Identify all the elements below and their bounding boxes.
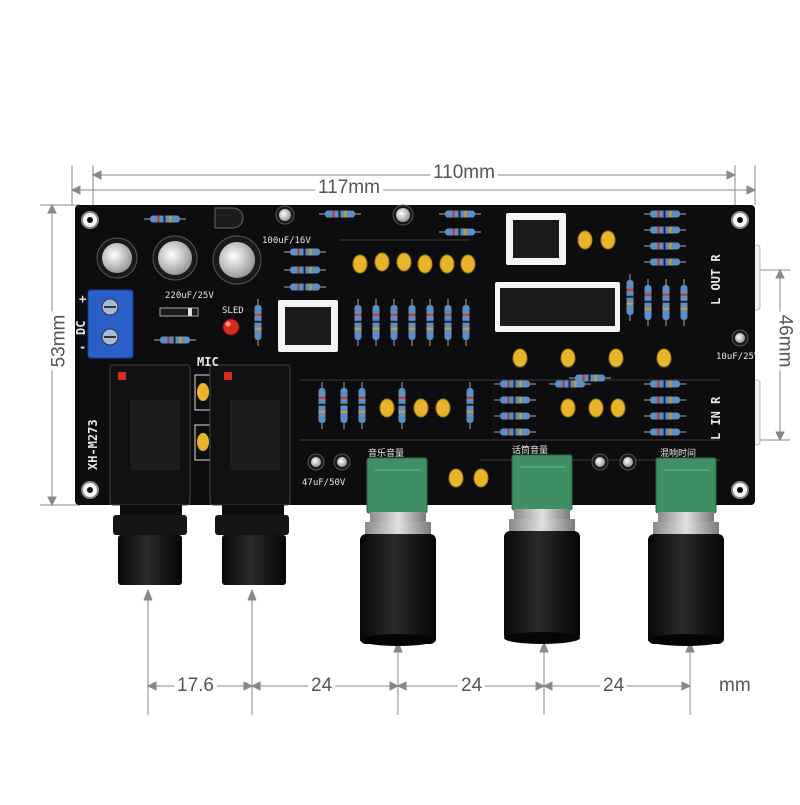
mic-caps: [194, 374, 212, 461]
output-label: L OUT R: [709, 254, 723, 305]
led: [222, 318, 240, 336]
dim-spacing-4: 24: [600, 675, 628, 697]
pot-reverb-time: [648, 457, 724, 646]
led-label: SLED: [222, 306, 244, 316]
dc-terminal: [87, 289, 134, 359]
microphone-jack-1: [109, 364, 191, 585]
ceramic-capacitors: [352, 230, 672, 488]
dim-left-height: 53mm: [48, 311, 71, 371]
resistors: [144, 210, 688, 436]
transistor: [214, 207, 244, 229]
cap-label-3: 10uF/25V: [716, 352, 760, 362]
pot-music-volume: [360, 457, 436, 646]
pot-label-music: 音乐音量: [368, 449, 405, 459]
pot-label-mic: 话筒音量: [512, 446, 549, 456]
dim-top-inner: 110mm: [430, 162, 498, 184]
mic-label: MIC: [197, 355, 219, 369]
cap-label-2: 220uF/25V: [165, 291, 214, 301]
dim-spacing-1: 17.6: [174, 675, 217, 697]
dc-label: DC: [74, 320, 88, 335]
dim-spacing-2: 24: [308, 675, 336, 697]
pot-label-reverb: 混响时间: [660, 449, 697, 459]
ic-chips: [278, 213, 620, 352]
microphone-jack-2: [209, 364, 291, 585]
dim-unit: mm: [716, 675, 754, 697]
pot-mic-volume: [504, 454, 580, 644]
dim-right-height: 46mm: [773, 311, 796, 371]
dim-top-outer: 117mm: [315, 177, 383, 199]
cap-label-4: 47uF/50V: [302, 478, 346, 488]
board-model-label: XH-M273: [86, 419, 100, 470]
input-label: L IN R: [709, 396, 723, 440]
dc-minus: -: [79, 340, 87, 354]
dim-spacing-3: 24: [458, 675, 486, 697]
large-capacitors: [96, 204, 749, 471]
dc-plus: +: [79, 292, 87, 306]
cap-label-1: 100uF/16V: [262, 236, 311, 246]
